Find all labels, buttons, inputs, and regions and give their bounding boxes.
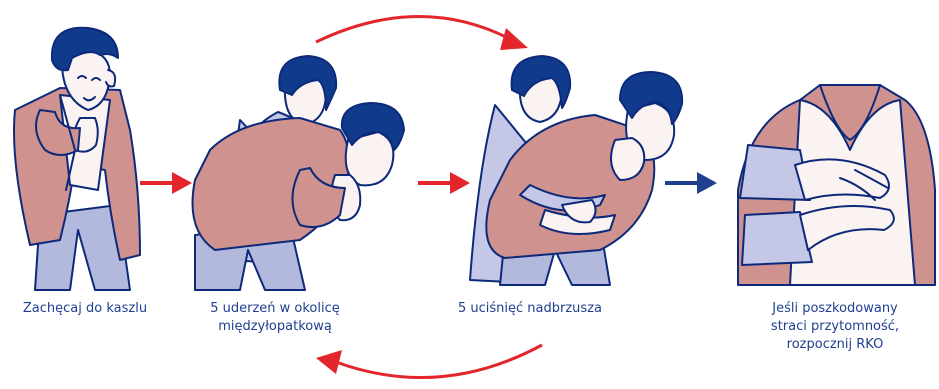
right-arrow-red-icon (418, 172, 470, 194)
step-3-caption-line-1: 5 uciśnięć nadbrzusza (430, 300, 630, 318)
step-2-caption-line-2: międzyłopatkową (175, 318, 375, 336)
step-4-caption-line-3: rozpocznij RKO (735, 336, 935, 354)
step-3-abdominal-thrusts-illustration (470, 56, 682, 285)
step-1-caption: Zachęcaj do kaszlu (0, 300, 170, 318)
step-2-back-blows-illustration (193, 56, 405, 290)
right-arrow-blue-icon (665, 172, 717, 194)
step-4-caption: Jeśli poszkodowany straci przytomność, r… (735, 300, 935, 354)
step-4-caption-line-2: straci przytomność, (735, 318, 935, 336)
right-arrow-red-icon (140, 172, 192, 194)
step-4-caption-line-1: Jeśli poszkodowany (735, 300, 935, 318)
step-4-cpr-illustration (738, 85, 935, 285)
step-1-coughing-person-illustration (14, 28, 140, 290)
curved-arrow-red-icon (316, 16, 528, 50)
curved-arrow-red-icon (316, 345, 542, 378)
step-3-caption: 5 uciśnięć nadbrzusza (430, 300, 630, 318)
step-1-caption-line-1: Zachęcaj do kaszlu (0, 300, 170, 318)
step-2-caption-line-1: 5 uderzeń w okolicę (175, 300, 375, 318)
step-2-caption: 5 uderzeń w okolicę międzyłopatkową (175, 300, 375, 336)
